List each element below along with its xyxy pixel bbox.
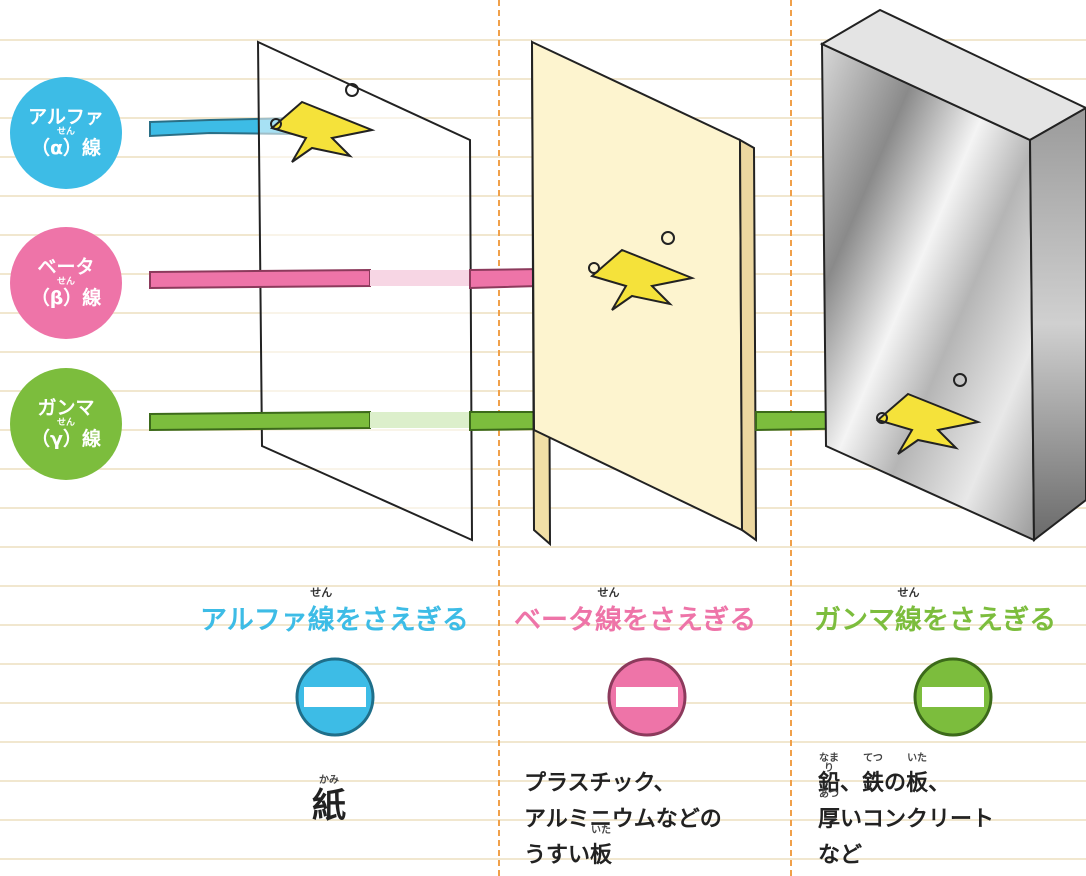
alpha-heading-post: をさえぎる: [334, 605, 469, 636]
gamma-heading-post: をさえぎる: [922, 605, 1057, 636]
beta-material-line1: プラスチック、: [524, 771, 676, 796]
beta-material-line3-ruby: いた: [591, 825, 612, 836]
gamma-sep1: 、: [840, 771, 863, 796]
gamma-r1: なまり: [819, 753, 839, 774]
beta-heading-post: をさえぎる: [622, 605, 757, 636]
alpha-ray-badge: アルファ せん （α）線: [10, 77, 122, 189]
beta-material: プラスチック、 アルミニウムなどの うすいいた板: [524, 766, 722, 874]
alpha-heading-kanji: 線: [307, 605, 335, 636]
beta-material-line2: アルミニウムなどの: [524, 807, 722, 832]
alpha-heading: アルファせん線をさえぎる: [200, 586, 469, 637]
gamma-line3: など: [818, 843, 863, 868]
gamma-material: なまり鉛、てつ鉄のいた板、 あつ厚いコンクリート など: [818, 754, 995, 874]
plastic-board-edge: [738, 138, 758, 542]
gamma-k3: 板: [906, 771, 929, 796]
alpha-heading-pre: アルファ: [200, 605, 308, 636]
gamma-r2: てつ: [863, 753, 883, 764]
gamma-line2-rest: いコンクリート: [840, 807, 995, 832]
alpha-ray-greek: （α）線: [30, 136, 102, 159]
beta-ray-beam: [149, 268, 371, 290]
gamma-heading: ガンマせん線をさえぎる: [814, 586, 1057, 637]
alpha-ray-ruby: せん: [56, 127, 75, 138]
gamma-ray-greek: （γ）線: [31, 427, 101, 450]
gamma-stop-character: [875, 373, 982, 455]
gamma-ray-beam: [149, 410, 371, 432]
beta-ray-name: ベータ: [37, 256, 95, 279]
gamma-ray-badge: ガンマ せん （γ）線: [10, 368, 122, 480]
paper-material: かみ紙: [312, 776, 346, 826]
paper-ruby: かみ: [319, 775, 339, 786]
metal-block-side: [1028, 106, 1086, 543]
gamma-heading-pre: ガンマ: [814, 605, 895, 636]
gamma-heading-ruby: せん: [897, 586, 920, 599]
gamma-k4: 厚: [818, 807, 841, 832]
beta-ray-badge: ベータ せん （β）線: [10, 227, 122, 339]
beta-heading-ruby: せん: [597, 586, 620, 599]
gamma-k1: 鉛: [818, 771, 841, 796]
gamma-heading-kanji: 線: [895, 605, 922, 636]
gamma-r4: あつ: [819, 789, 839, 800]
beta-stop-icon: [607, 657, 687, 737]
gamma-end1: 、: [928, 771, 951, 796]
beta-ray-ruby: せん: [56, 277, 75, 288]
gamma-stop-icon: [913, 657, 993, 737]
metal-block-top: [819, 8, 1086, 142]
alpha-ray-name: アルファ: [28, 106, 104, 129]
beta-ray-beam-faint: [370, 270, 470, 286]
paper-kanji: 紙: [312, 786, 346, 826]
beta-material-line3-kanji: 板: [590, 843, 613, 868]
alpha-stop-icon: [295, 657, 375, 737]
gamma-ray-name: ガンマ: [37, 397, 95, 420]
alpha-stop-character: [269, 83, 376, 163]
gamma-r3: いた: [907, 753, 928, 764]
gamma-k2: 鉄: [862, 771, 885, 796]
beta-stop-character: [588, 231, 696, 311]
gamma-ray-ruby: せん: [56, 418, 75, 429]
gamma-mid: の: [884, 771, 907, 796]
gamma-ray-beam-faint: [370, 412, 470, 428]
beta-heading-kanji: 線: [595, 605, 622, 636]
beta-heading-pre: ベータ: [514, 605, 595, 636]
column-divider-2: [790, 0, 792, 876]
alpha-heading-ruby: せん: [310, 586, 333, 599]
column-divider-1: [498, 0, 500, 876]
beta-heading: ベータせん線をさえぎる: [514, 586, 757, 637]
beta-ray-greek: （β）線: [30, 286, 102, 309]
beta-material-line3-pre: うすい: [524, 843, 591, 868]
